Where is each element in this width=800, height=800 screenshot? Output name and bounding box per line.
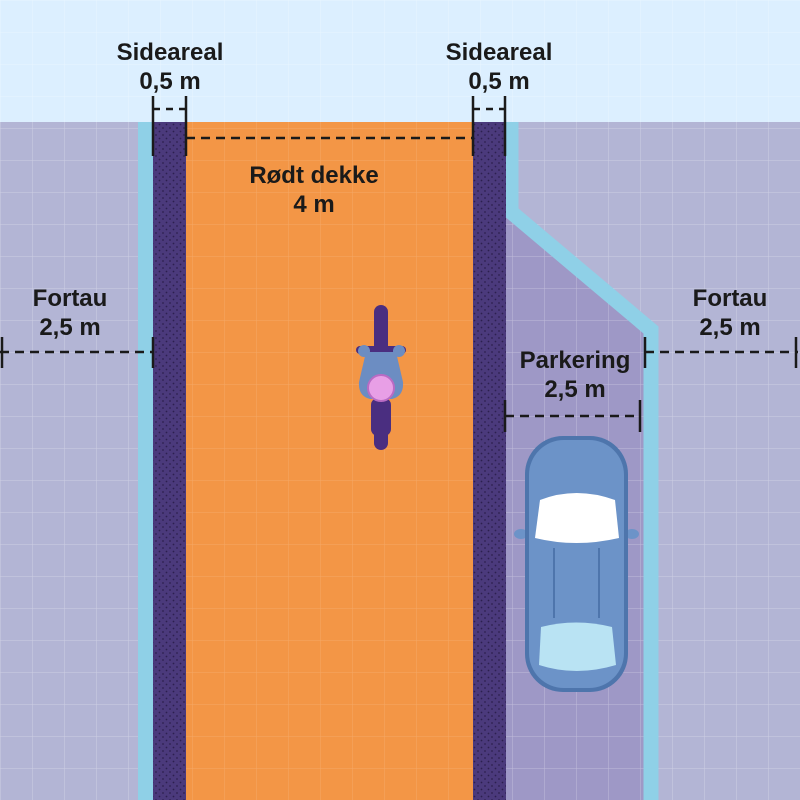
label-sideareal-right: Sideareal 0,5 m [424, 38, 574, 96]
label-sideareal-left-width: 0,5 m [139, 68, 201, 95]
cyclist-icon [356, 305, 406, 450]
dimension-parkering [503, 400, 642, 432]
dimension-fortau-left [0, 337, 155, 368]
side-strip-right-texture [473, 122, 506, 800]
label-rodt-dekke-name: Rødt dekke [249, 162, 379, 189]
label-sideareal-right-name: Sideareal [445, 39, 553, 66]
label-fortau-right: Fortau 2,5 m [660, 284, 800, 342]
label-fortau-left: Fortau 2,5 m [0, 284, 140, 342]
red-surface-grid [186, 122, 473, 800]
label-fortau-right-width: 2,5 m [699, 314, 761, 341]
label-rodt-dekke: Rødt dekke 4 m [214, 161, 414, 219]
label-fortau-left-name: Fortau [32, 285, 108, 312]
label-sideareal-left-name: Sideareal [116, 39, 224, 66]
curb-left [138, 122, 154, 800]
label-parkering-width: 2,5 m [544, 376, 606, 403]
label-parkering-name: Parkering [519, 347, 631, 374]
label-fortau-left-width: 2,5 m [39, 314, 101, 341]
label-parkering: Parkering 2,5 m [495, 346, 655, 404]
label-sideareal-left: Sideareal 0,5 m [95, 38, 245, 96]
label-rodt-dekke-width: 4 m [293, 191, 335, 218]
label-fortau-right-name: Fortau [692, 285, 768, 312]
label-sideareal-right-width: 0,5 m [468, 68, 530, 95]
dimension-sideareal-left [151, 96, 188, 156]
dimension-sideareal-right [471, 96, 507, 156]
curb-right [503, 122, 659, 800]
dimension-lines [0, 96, 798, 432]
dimension-fortau-right [643, 337, 798, 368]
car-icon [514, 436, 639, 692]
side-strip-left-texture [153, 122, 186, 800]
